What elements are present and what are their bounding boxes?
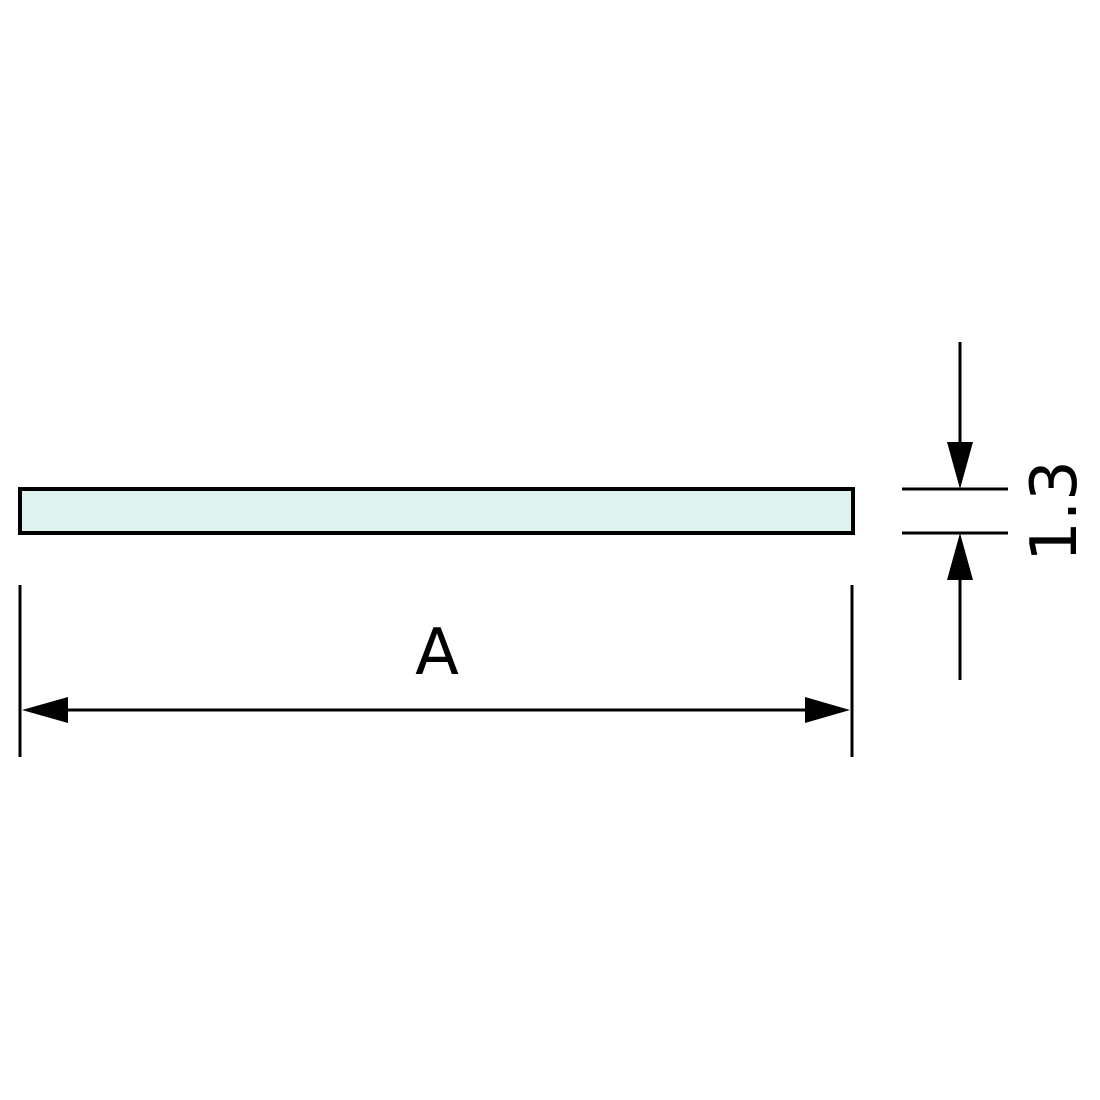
flat-strip-part xyxy=(18,487,855,535)
thickness-arrowhead-top xyxy=(947,442,973,489)
length-dimension-label: A xyxy=(415,616,459,690)
length-dimension: A xyxy=(18,585,854,757)
length-arrowhead-right xyxy=(805,697,850,723)
length-arrowhead-left xyxy=(22,697,68,723)
thickness-dimension-label: 1.3 xyxy=(1018,460,1092,562)
thickness-dimension: 1.3 xyxy=(902,342,1092,680)
thickness-arrowhead-bottom xyxy=(947,533,973,580)
